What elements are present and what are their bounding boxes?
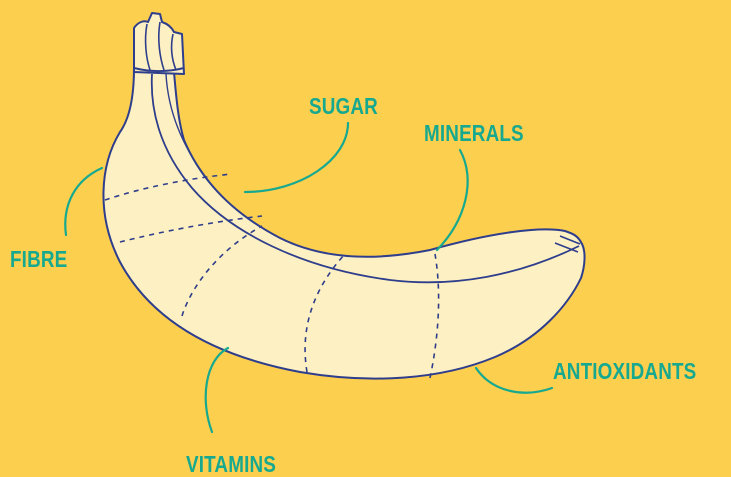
label-antioxidants: ANTIOXIDANTS — [553, 360, 696, 383]
label-fibre: FIBRE — [10, 248, 67, 271]
label-sugar: SUGAR — [309, 95, 378, 118]
label-minerals: MINERALS — [424, 122, 524, 145]
antioxidants-leader-line — [476, 368, 552, 393]
label-vitamins: VITAMINS — [186, 453, 276, 476]
fibre-leader-line — [65, 168, 102, 235]
vitamins-leader-line — [206, 348, 228, 432]
sugar-leader-line — [245, 123, 348, 192]
minerals-leader-line — [437, 150, 468, 250]
